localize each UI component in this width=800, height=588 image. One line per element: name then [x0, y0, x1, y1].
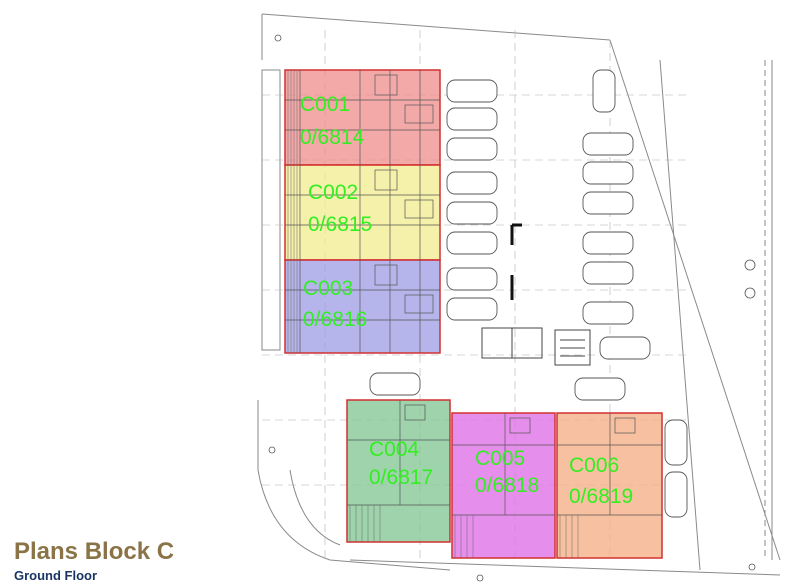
unit-label-c002: C002 0/6815 — [308, 180, 372, 237]
unit-code: C005 — [475, 447, 526, 470]
unit-label-c005: C005 0/6818 — [475, 446, 539, 498]
unit-label-c001: C001 0/6814 — [300, 92, 364, 150]
unit-ref: 0/6816 — [303, 308, 368, 331]
hatching-upper — [287, 70, 298, 353]
interior-walls-upper — [285, 70, 440, 353]
unit-label-c004: C004 0/6817 — [369, 437, 433, 490]
unit-ref: 0/6819 — [569, 485, 634, 508]
unit-label-c006: C006 0/6819 — [569, 453, 633, 509]
unit-code: C001 — [300, 93, 351, 116]
survey-markers — [268, 34, 756, 582]
unit-ref: 0/6814 — [300, 126, 365, 149]
page-title: Plans Block C — [14, 538, 175, 565]
unit-zone-c001 — [284, 69, 441, 166]
site-boundary — [257, 13, 781, 576]
unit-ref: 0/6815 — [308, 213, 373, 236]
unit-zone-c004 — [346, 399, 451, 543]
hatching-lower — [349, 505, 579, 558]
stair-core — [481, 327, 591, 366]
unit-code: C003 — [303, 277, 354, 300]
unit-code: C006 — [569, 454, 620, 477]
unit-code: C004 — [369, 438, 420, 461]
parking-bays — [369, 69, 688, 518]
unit-ref: 0/6818 — [475, 474, 540, 497]
interior-walls-lower — [347, 400, 662, 516]
unit-ref: 0/6817 — [369, 466, 434, 489]
unit-zone-c005 — [451, 412, 556, 559]
unit-zone-c006 — [556, 412, 663, 559]
unit-code: C002 — [308, 181, 359, 204]
unit-zone-c002 — [284, 164, 441, 261]
wall-markers — [510, 223, 522, 300]
page-subtitle: Ground Floor — [14, 568, 98, 583]
unit-label-c003: C003 0/6816 — [303, 276, 367, 332]
unit-zone-c003 — [284, 259, 441, 354]
